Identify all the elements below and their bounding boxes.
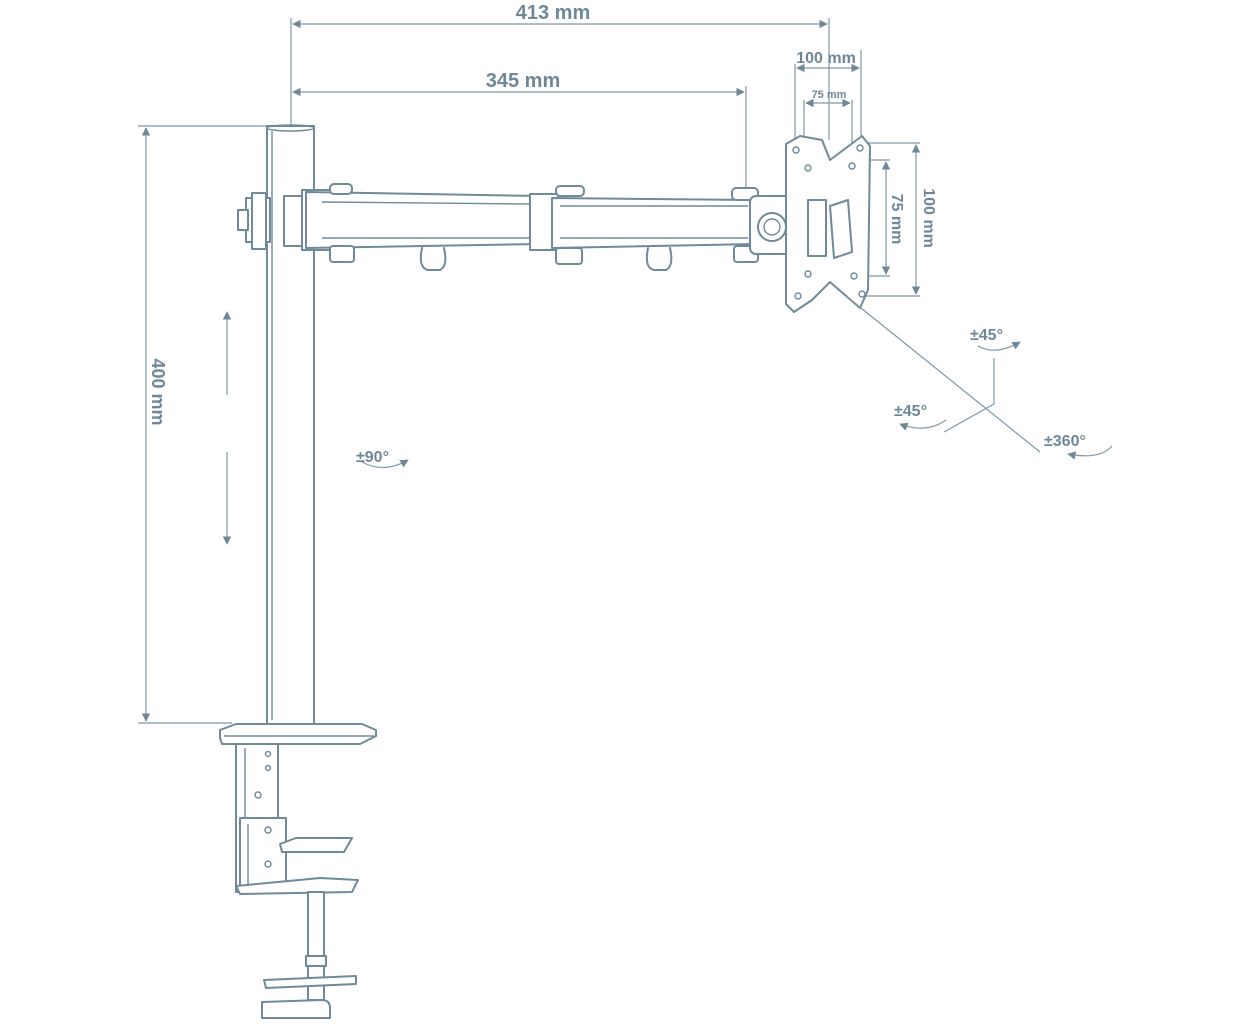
rotation-tilt-label: ±45° <box>970 327 1003 344</box>
rotation-arrows <box>361 341 1113 469</box>
dimension-vesa-100-height: 100 mm <box>860 142 937 297</box>
dimension-vesa-100-height-label: 100 mm <box>920 188 937 248</box>
rotation-360-label: ±360° <box>1044 433 1086 450</box>
dimension-345-label: 345 mm <box>486 70 561 92</box>
desk-clamp <box>219 723 377 1019</box>
rotation-pole-label: ±90° <box>356 449 389 466</box>
dimension-vesa-75-height-label: 75 mm <box>888 194 905 245</box>
dimension-413mm: 413 mm <box>290 2 830 140</box>
dimension-vesa-100-width: 100 mm <box>794 50 862 140</box>
vesa-plate <box>785 135 871 313</box>
dimension-400-label: 400 mm <box>148 358 168 425</box>
arm-first-segment <box>283 183 541 271</box>
pole-collar-knob <box>237 192 271 250</box>
dimension-vesa-100-label: 100 mm <box>796 50 856 67</box>
dimension-345mm: 345 mm <box>292 70 747 196</box>
dimension-vesa-75-label: 75 mm <box>812 89 847 101</box>
rotation-axes <box>845 295 1041 453</box>
dimension-413-label: 413 mm <box>516 2 591 24</box>
rotation-swivel-label: ±45° <box>894 403 927 420</box>
